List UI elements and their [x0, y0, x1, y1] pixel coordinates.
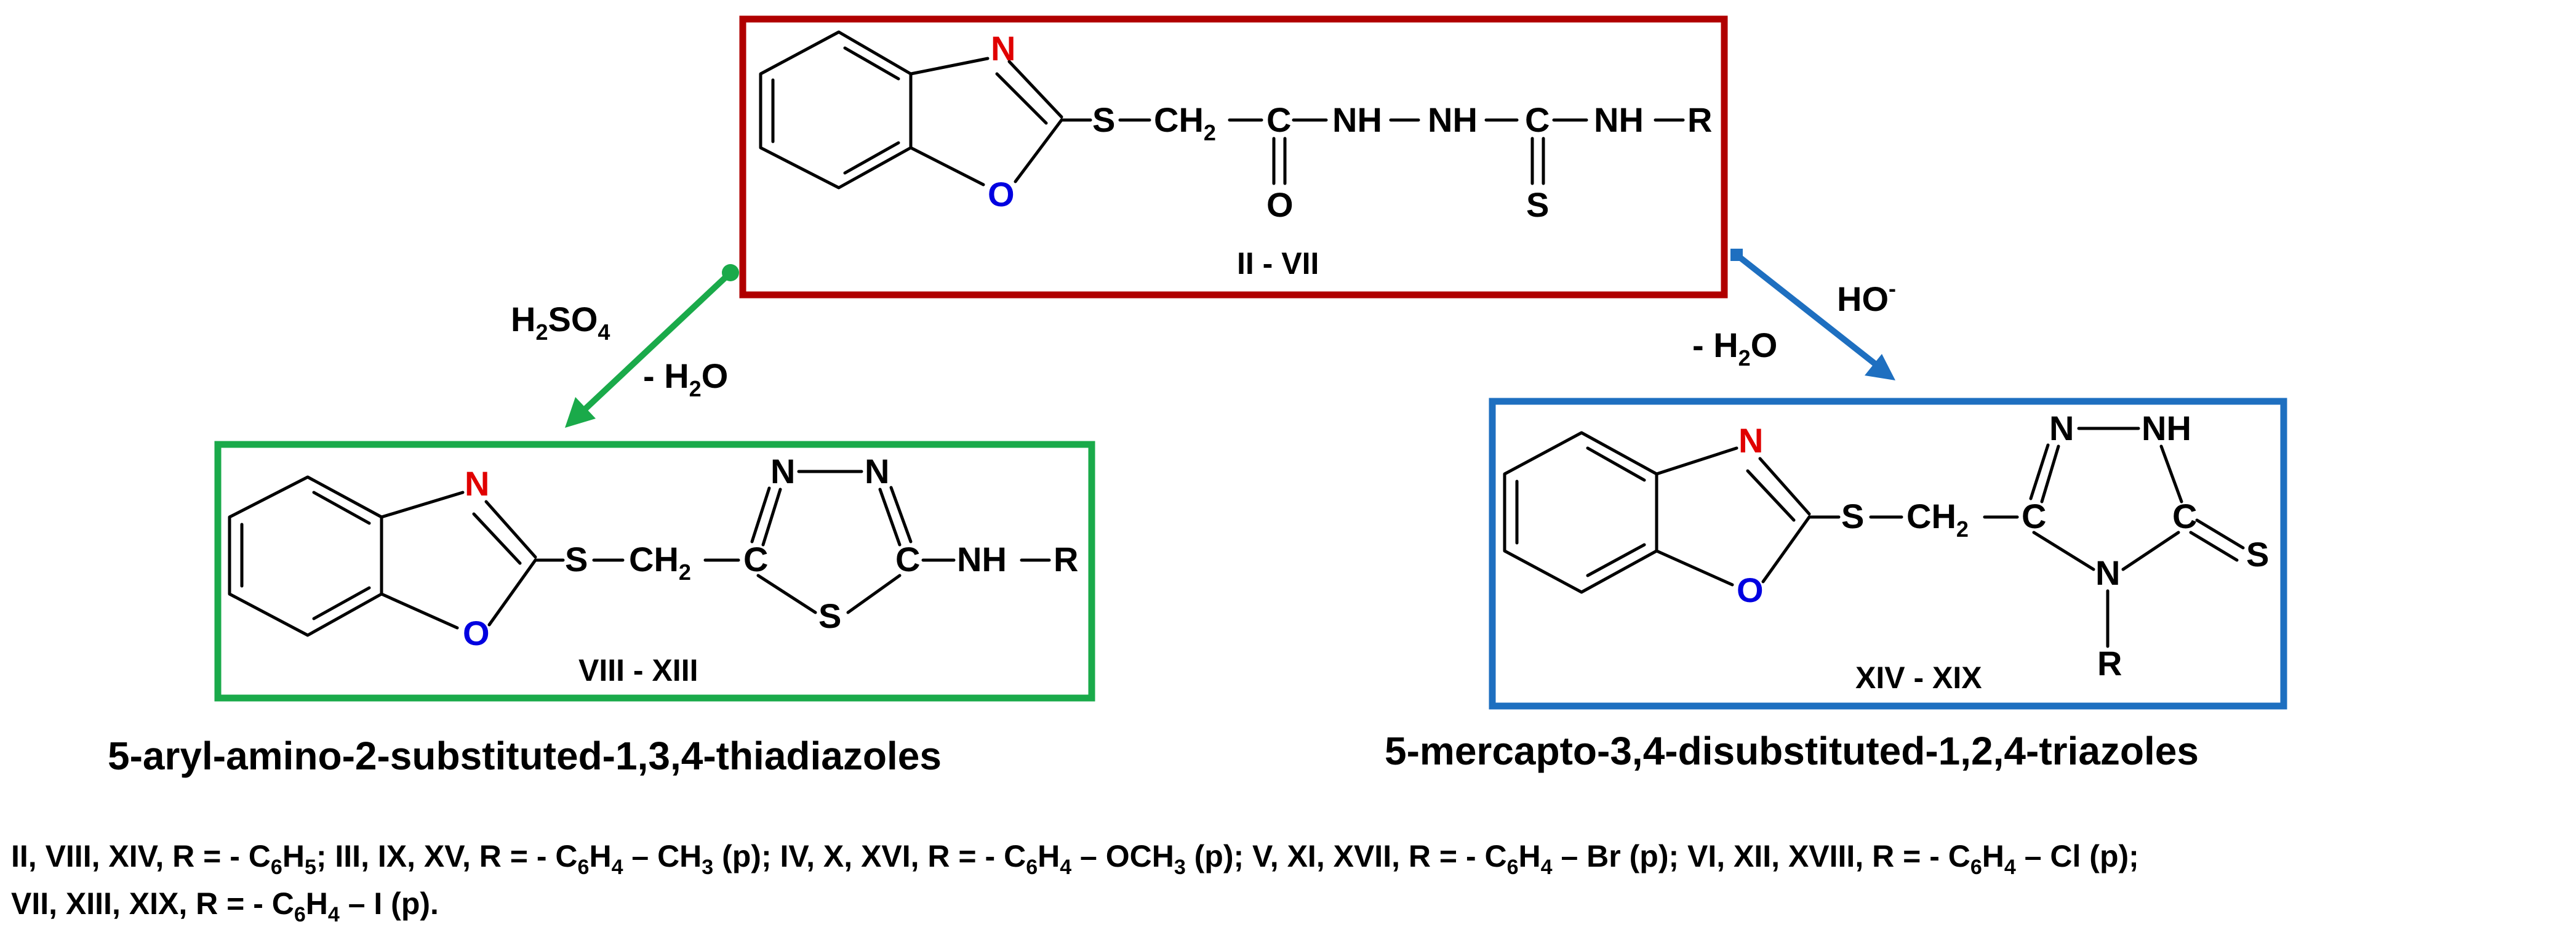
footnote-line-1: II, VIII, XIV, R = - C6H5; III, IX, XV, … [11, 839, 2139, 879]
triazole-title: 5-mercapto-3,4-disubstituted-1,2,4-triaz… [1385, 729, 2199, 773]
start-compound-box [739, 15, 1728, 299]
footnote-segment: – Cl (p); [2016, 839, 2139, 873]
thiadiazole-box [214, 441, 1095, 702]
footnote-segment: 6 [1970, 856, 1982, 879]
triazole-box [1489, 398, 2287, 710]
footnote-segment: (p); V, XI, XVII, R = - C [1186, 839, 1507, 873]
footnote-segment: 5 [305, 856, 316, 879]
ring-nitrogen-4: N [865, 452, 889, 491]
arrow-to-triazole [1730, 249, 1895, 380]
thiadiazole-benzoxazole-ring [228, 475, 537, 637]
footnote-segment: 6 [1026, 856, 1038, 879]
footnote-segment: – CH [623, 839, 702, 873]
thioether-sulfur: S [565, 540, 588, 579]
footnote-segment: 4 [2004, 856, 2016, 879]
hydroxide-reagent: HO- [1837, 276, 1896, 318]
hydrazide-nh-1: NH [1332, 100, 1382, 139]
footnote-segment: H [1038, 839, 1060, 873]
footnote-segment: – I (p). [340, 886, 439, 921]
footnote-segment: 4 [328, 903, 340, 926]
triazole-benzoxazole-ring [1503, 431, 1811, 594]
carbonyl-carbon: C [1266, 100, 1291, 139]
benzoxazole-ring [759, 30, 1063, 190]
r-group: R [2097, 644, 2122, 683]
footnote-segment: H [589, 839, 611, 873]
sulfuric-acid-reagent: H2SO4 [511, 300, 610, 345]
ring-nitrogen-2: N [2049, 409, 2074, 447]
footnote-segment: VII, XIII, XIX, R = - C [11, 886, 294, 921]
ring-carbon-3: C [2022, 497, 2046, 536]
footnote-segment: (p); IV, X, XVI, R = - C [713, 839, 1026, 873]
footnote-segment: H [282, 839, 305, 873]
footnote-segment: H [1982, 839, 2004, 873]
footnote-segment: 3 [1174, 856, 1186, 879]
footnote-segment: H [1519, 839, 1541, 873]
triazole-product: N O S CH2 C N NH C S N R XIV - XIX [1489, 398, 2287, 710]
thiadiazole-product: N O S CH2 C N N C S NH R VIII - XIII [214, 441, 1095, 702]
ring-nitrogen: N [1738, 421, 1763, 460]
carbonyl-oxygen: O [1266, 185, 1294, 224]
ring-oxygen: O [1737, 571, 1764, 609]
methylene-group: CH2 [1154, 100, 1216, 145]
footnote-segment: 4 [1541, 856, 1553, 879]
footnote-segment: 3 [702, 856, 713, 879]
ring-nh-1: NH [2142, 409, 2191, 447]
thiadiazole-title: 5-aryl-amino-2-substituted-1,3,4-thiadia… [108, 734, 942, 778]
start-compound: N O S CH2 C O NH NH C S NH R II - VII [739, 15, 1728, 299]
footnote-segment: 4 [612, 856, 623, 879]
amine-nh: NH [957, 540, 1007, 579]
thiocarbonyl-carbon: C [1525, 100, 1550, 139]
ring-nitrogen: N [991, 29, 1015, 68]
ring-carbon-5: C [2172, 497, 2197, 536]
footnote-segment: 6 [578, 856, 590, 879]
arrow-to-thiadiazole [565, 264, 739, 428]
footnote-segment: – OCH [1071, 839, 1174, 873]
start-compound-label: II - VII [1237, 246, 1319, 281]
ring-nitrogen-4: N [2095, 553, 2120, 592]
water-loss-left: - H2O [643, 356, 728, 401]
footnote-segment: – Br (p); VI, XII, XVIII, R = - C [1553, 839, 1970, 873]
footnote-segment: 6 [271, 856, 282, 879]
ring-sulfur: S [818, 596, 841, 635]
footnote-segment: II, VIII, XIV, R = - C [11, 839, 271, 873]
methylene-group: CH2 [1906, 497, 1969, 542]
r-group: R [1054, 540, 1078, 579]
ring-nitrogen: N [465, 464, 489, 503]
water-loss-right: - H2O [1692, 326, 1777, 371]
ring-carbon-2: C [743, 540, 768, 579]
footnote-line-2: VII, XIII, XIX, R = - C6H4 – I (p). [11, 886, 439, 926]
thiadiazole-label: VIII - XIII [578, 653, 698, 688]
ring-oxygen: O [988, 175, 1015, 214]
thioether-sulfur: S [1092, 100, 1115, 139]
footnote-segment: 4 [1060, 856, 1071, 879]
thioether-sulfur: S [1841, 497, 1864, 536]
amide-nh: NH [1594, 100, 1644, 139]
thione-sulfur: S [2246, 535, 2269, 574]
ring-oxygen: O [463, 614, 490, 652]
r-group: R [1687, 100, 1712, 139]
footnote-segment: H [306, 886, 328, 921]
ring-carbon-5: C [895, 540, 920, 579]
methylene-group: CH2 [629, 540, 691, 585]
thiocarbonyl-sulfur: S [1526, 185, 1549, 224]
triazole-label: XIV - XIX [1855, 660, 1982, 695]
footnote-segment: 6 [1507, 856, 1519, 879]
ring-nitrogen-3: N [770, 452, 795, 491]
footnote-segment: ; III, IX, XV, R = - C [316, 839, 578, 873]
footnote-segment: 6 [294, 903, 306, 926]
hydrazide-nh-2: NH [1428, 100, 1478, 139]
